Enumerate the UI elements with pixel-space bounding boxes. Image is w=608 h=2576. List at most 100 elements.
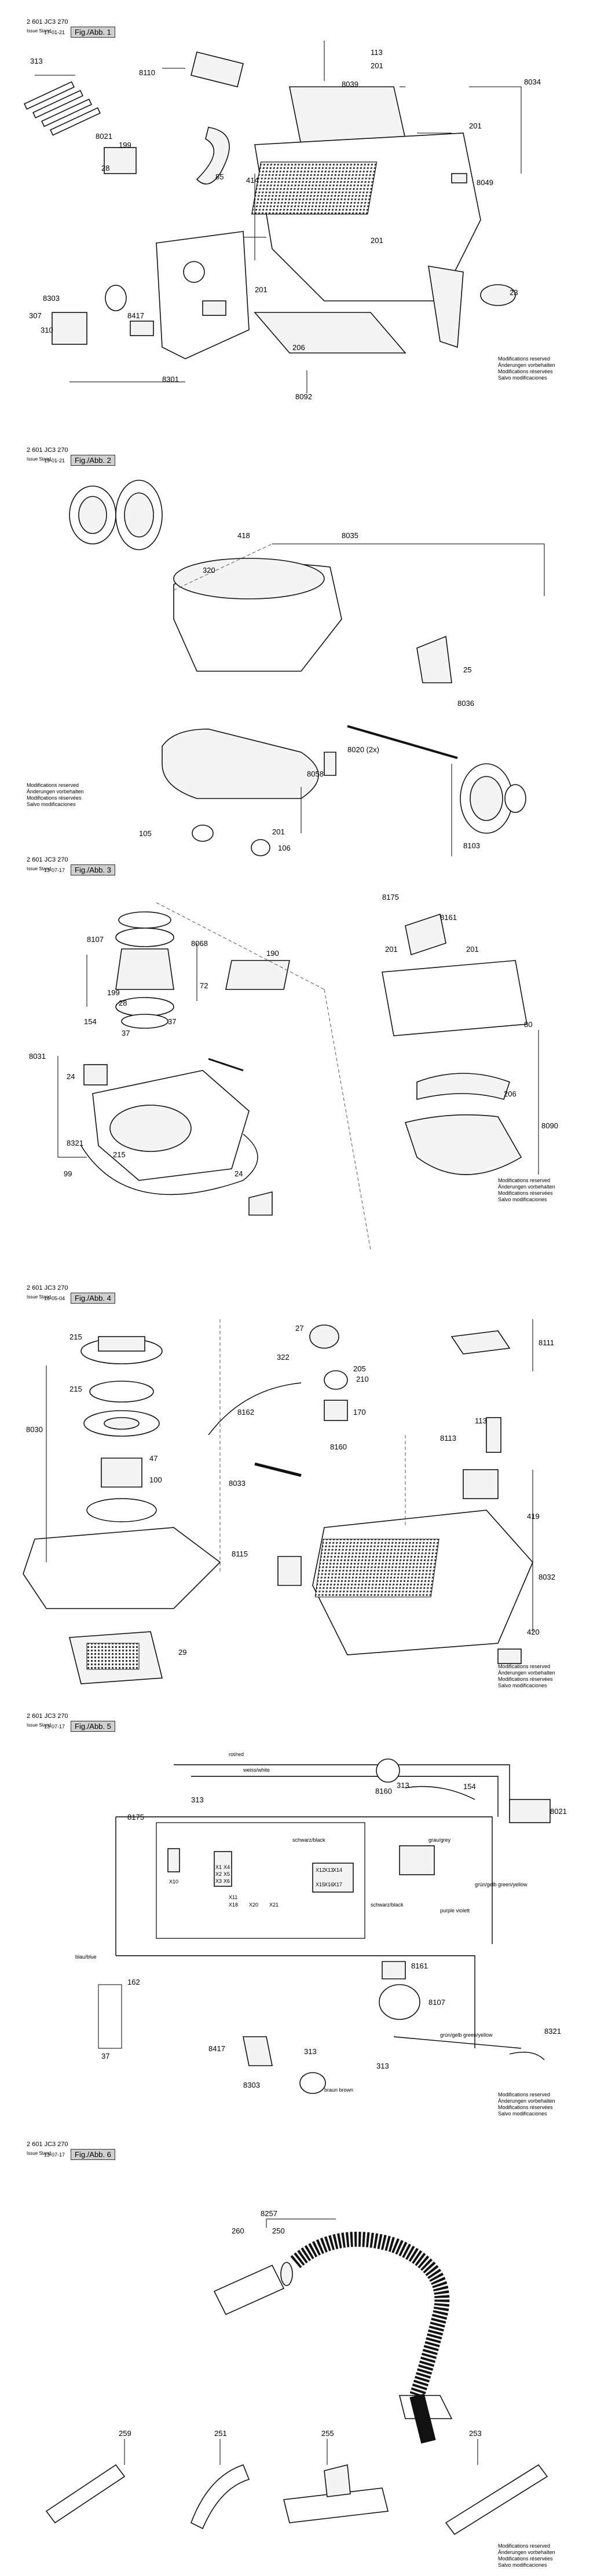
callout-313b[interactable]: 313 xyxy=(397,1781,409,1790)
callout-80[interactable]: 80 xyxy=(524,1020,532,1029)
callout-205[interactable]: 205 xyxy=(353,1364,366,1373)
callout-8092[interactable]: 8092 xyxy=(295,392,312,401)
callout-72[interactable]: 72 xyxy=(200,981,208,990)
part-205[interactable] xyxy=(324,1370,348,1390)
callout-201b[interactable]: 201 xyxy=(466,945,479,954)
callout-8039[interactable]: 8039 xyxy=(342,80,358,89)
callout-113[interactable]: 113 xyxy=(475,1416,487,1425)
callout-322[interactable]: 322 xyxy=(277,1353,290,1361)
part-8175[interactable] xyxy=(405,913,446,956)
callout-313d[interactable]: 313 xyxy=(376,2062,389,2070)
callout-215a[interactable]: 215 xyxy=(69,1333,82,1341)
callout-29[interactable]: 29 xyxy=(178,1648,186,1657)
callout-113[interactable]: 113 xyxy=(371,48,383,57)
callout-201d[interactable]: 201 xyxy=(255,285,268,294)
callout-210[interactable]: 210 xyxy=(356,1375,369,1383)
extension-tube-253[interactable] xyxy=(445,2464,548,2535)
callout-199[interactable]: 199 xyxy=(119,141,131,149)
callout-24[interactable]: 24 xyxy=(67,1072,75,1081)
callout-28[interactable]: 28 xyxy=(101,164,109,172)
callout-8321[interactable]: 8321 xyxy=(544,2027,561,2036)
callout-419[interactable]: 419 xyxy=(527,1512,540,1521)
bent-tube-251[interactable] xyxy=(190,2464,250,2530)
part-8303[interactable] xyxy=(299,2072,326,2094)
callout-8107[interactable]: 8107 xyxy=(87,935,104,944)
callout-313[interactable]: 313 xyxy=(191,1795,204,1804)
part-419[interactable] xyxy=(463,1469,499,1499)
callout-206[interactable]: 206 xyxy=(504,1090,517,1098)
callout-8058[interactable]: 8058 xyxy=(307,770,324,778)
callout-259[interactable]: 259 xyxy=(119,2429,131,2438)
callout-8162[interactable]: 8162 xyxy=(237,1408,254,1416)
part-154[interactable] xyxy=(83,1064,108,1085)
callout-8110[interactable]: 8110 xyxy=(139,68,155,77)
callout-215[interactable]: 215 xyxy=(113,1150,126,1159)
part-8321[interactable] xyxy=(509,2051,545,2060)
figure-tab[interactable]: Fig./Abb. 3 xyxy=(71,864,115,875)
part-106[interactable] xyxy=(251,839,270,856)
callout-162[interactable]: 162 xyxy=(127,1978,140,1986)
figure-tab[interactable]: Fig./Abb. 1 xyxy=(71,27,115,38)
callout-8301[interactable]: 8301 xyxy=(162,375,179,384)
callout-260[interactable]: 260 xyxy=(232,2227,244,2235)
callout-215b[interactable]: 215 xyxy=(69,1385,82,1393)
callout-8161[interactable]: 8161 xyxy=(440,913,457,922)
callout-201c[interactable]: 201 xyxy=(371,236,383,245)
callout-206[interactable]: 206 xyxy=(292,343,305,352)
hose-8257[interactable] xyxy=(290,2232,450,2398)
part-8111[interactable] xyxy=(450,1330,511,1355)
pcb-8175[interactable] xyxy=(156,1822,365,1939)
figure-tab[interactable]: Fig./Abb. 6 xyxy=(71,2149,115,2160)
part-8021[interactable] xyxy=(509,1799,551,1823)
part-8058[interactable] xyxy=(162,728,319,799)
callout-8068[interactable]: 8068 xyxy=(191,939,208,948)
callout-25[interactable]: 25 xyxy=(463,665,471,674)
callout-8034[interactable]: 8034 xyxy=(524,78,541,86)
part-8301[interactable] xyxy=(156,231,250,359)
part-250[interactable] xyxy=(280,2262,293,2286)
callout-190[interactable]: 190 xyxy=(266,949,279,958)
figure-tab[interactable]: Fig./Abb. 4 xyxy=(71,1293,115,1304)
callout-8036[interactable]: 8036 xyxy=(457,699,474,708)
part-8160[interactable] xyxy=(376,1758,400,1783)
part-47[interactable] xyxy=(101,1458,142,1488)
callout-8021[interactable]: 8021 xyxy=(96,132,112,141)
callout-201[interactable]: 201 xyxy=(371,61,383,70)
part-8417[interactable] xyxy=(130,321,154,336)
callout-8020[interactable]: 8020 (2x) xyxy=(347,745,379,754)
callout-100[interactable]: 100 xyxy=(149,1475,162,1484)
callout-8303[interactable]: 8303 xyxy=(243,2081,260,2089)
callout-313[interactable]: 313 xyxy=(30,57,43,65)
part-190-filter[interactable] xyxy=(225,960,290,990)
callout-8417[interactable]: 8417 xyxy=(127,311,144,320)
part-24[interactable] xyxy=(248,1191,273,1216)
callout-28[interactable]: 28 xyxy=(119,999,127,1007)
callout-8103[interactable]: 8103 xyxy=(463,841,480,850)
housing-lower[interactable] xyxy=(23,1527,221,1609)
part-260-hose-end[interactable] xyxy=(213,2264,285,2316)
callout-8175[interactable]: 8175 xyxy=(127,1813,144,1821)
callout-418[interactable]: 418 xyxy=(237,531,250,540)
callout-8032[interactable]: 8032 xyxy=(539,1573,555,1581)
part-8115[interactable] xyxy=(277,1556,302,1586)
callout-320[interactable]: 320 xyxy=(203,566,215,575)
callout-313c[interactable]: 313 xyxy=(304,2047,317,2056)
part-313-cables[interactable] xyxy=(24,81,101,136)
callout-8257[interactable]: 8257 xyxy=(261,2209,277,2218)
callout-255[interactable]: 255 xyxy=(321,2429,334,2438)
part-206[interactable] xyxy=(416,1073,511,1101)
terminal-x1-x6[interactable] xyxy=(214,1851,232,1887)
part-23[interactable] xyxy=(428,266,464,348)
part-8039[interactable] xyxy=(289,86,406,145)
callout-8031[interactable]: 8031 xyxy=(29,1052,46,1061)
callout-251[interactable]: 251 xyxy=(214,2429,227,2438)
callout-105[interactable]: 105 xyxy=(139,829,152,838)
callout-201b[interactable]: 201 xyxy=(469,122,482,130)
callout-8160[interactable]: 8160 xyxy=(375,1787,392,1795)
callout-154[interactable]: 154 xyxy=(463,1782,476,1791)
callout-8111[interactable]: 8111 xyxy=(539,1338,554,1347)
callout-8021[interactable]: 8021 xyxy=(550,1807,567,1816)
part-8417[interactable] xyxy=(243,2036,273,2066)
part-8092[interactable] xyxy=(254,312,406,354)
callout-24b[interactable]: 24 xyxy=(235,1169,243,1178)
